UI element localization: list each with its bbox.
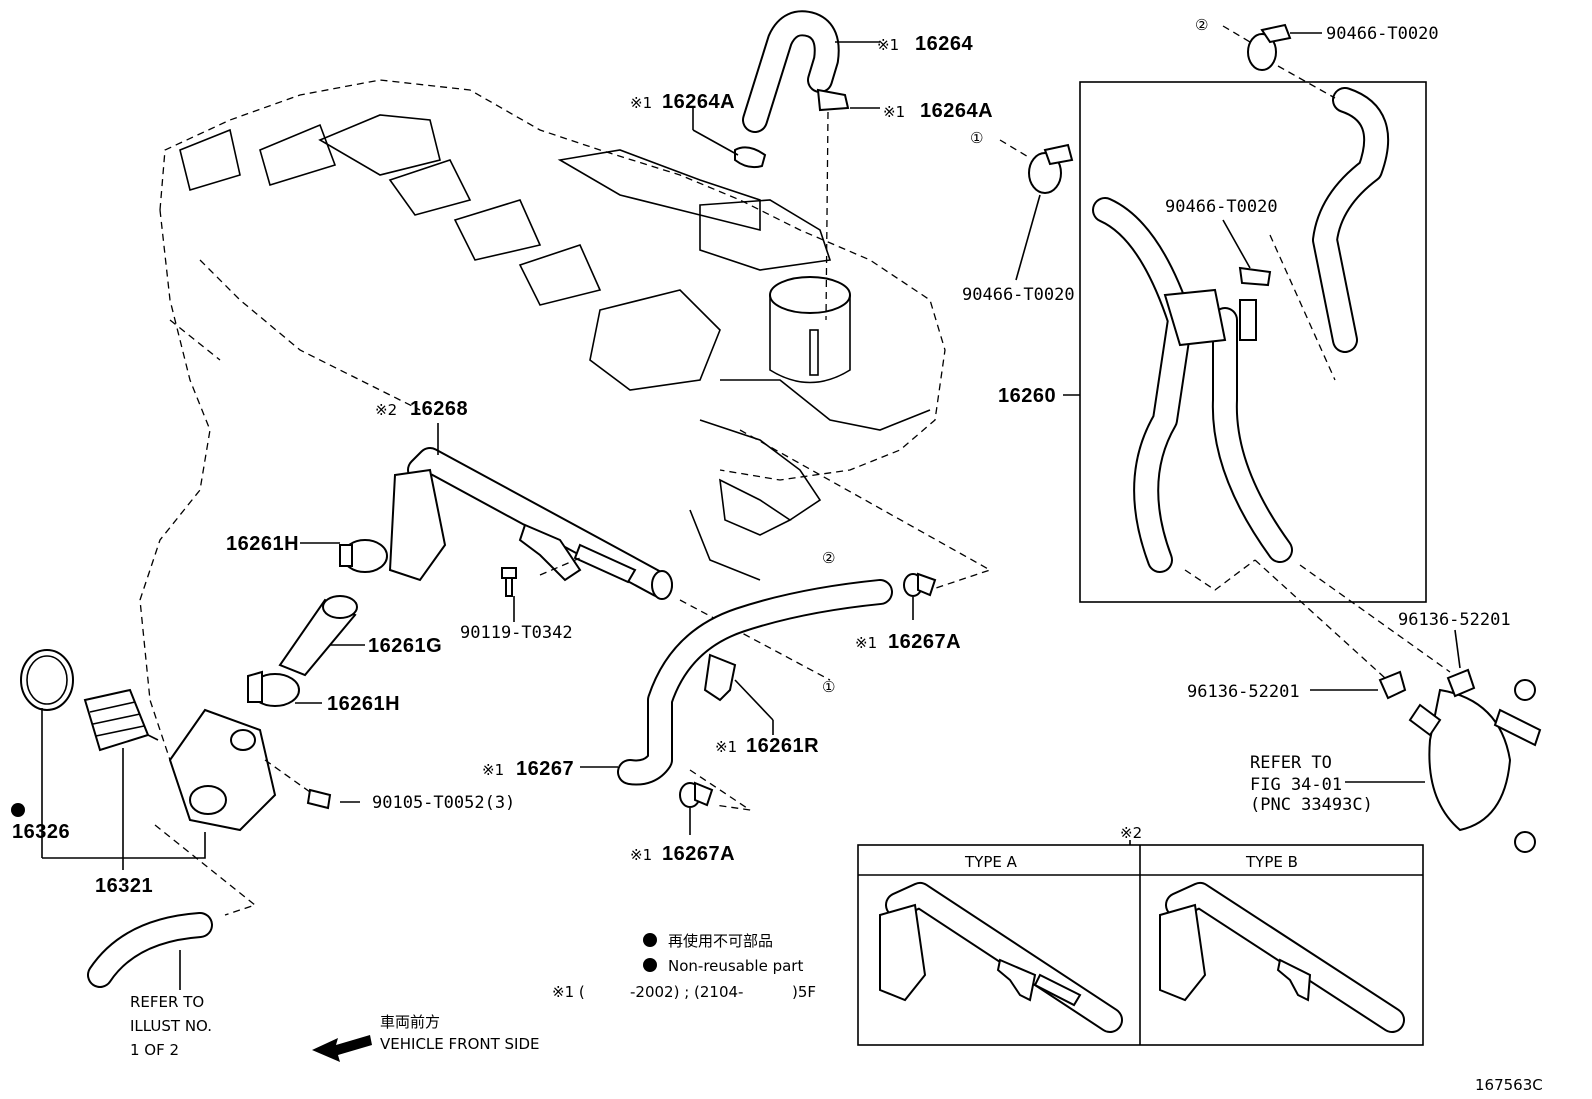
thermostat-housing: [154, 708, 360, 916]
label-16267A-lower: 16267A: [662, 843, 735, 865]
label-16261R: 16261R: [746, 735, 819, 757]
refer-cooler-line3: (PNC 33493C): [1250, 795, 1373, 815]
note1-prefix: ※1 (: [552, 983, 585, 1001]
clamp-16267A-upper: [903, 572, 937, 620]
note1-marker: ※1: [883, 103, 905, 121]
non-reusable-dot: [11, 803, 25, 817]
clamp-16261R: [703, 653, 774, 735]
label-16321: 16321: [95, 875, 153, 897]
circle1-marker: ①: [970, 129, 983, 147]
callout-labels: ※1 16264 ※1 16264A ※1 16264A ② 90466-T00…: [12, 16, 1543, 1094]
label-16261H-lower: 16261H: [327, 693, 400, 715]
note2-marker: ※2: [375, 401, 397, 419]
label-90466-left: 90466-T0020: [962, 285, 1075, 305]
note1-marker: ※1: [715, 738, 737, 756]
note1-mid: -2002) ; (2104-: [630, 983, 743, 1001]
label-16261G: 16261G: [368, 635, 442, 657]
legend-en: Non-reusable part: [668, 957, 803, 975]
inset-type-a: TYPE A: [964, 853, 1018, 871]
label-16264: 16264: [915, 33, 973, 55]
label-16260: 16260: [998, 385, 1056, 407]
clip-90466-top: [1222, 23, 1336, 99]
hose-assembly-16260: [1063, 81, 1427, 603]
circle2-marker: ②: [1195, 16, 1208, 34]
legend-dot-en: [643, 958, 657, 972]
label-90105: 90105-T0052(3): [372, 793, 515, 813]
inset-type-b: TYPE B: [1245, 853, 1298, 871]
label-96136-upper: 96136-52201: [1398, 610, 1511, 630]
clamp-16261H-upper: [300, 539, 388, 573]
label-16264A-left: 16264A: [662, 91, 735, 113]
vehicle-front-arrow: [312, 1035, 372, 1062]
note1-marker: ※1: [482, 761, 504, 779]
label-90466-top: 90466-T0020: [1326, 24, 1439, 44]
label-16267A-upper: 16267A: [888, 631, 961, 653]
clamp-16261H-lower: [247, 670, 322, 707]
clip-90466-left: [999, 139, 1074, 281]
thermostat-16321: [42, 688, 206, 870]
gasket-16326: [11, 649, 74, 858]
note1-marker: ※1: [630, 94, 652, 112]
bolt-90119: [501, 557, 581, 622]
note1-marker: ※1: [630, 846, 652, 864]
engine-outline: [139, 79, 946, 801]
inset-title: ※2: [1120, 824, 1142, 842]
clamp-16267A-lower: [679, 781, 714, 835]
front-jp: 車両前方: [380, 1013, 440, 1031]
note1-marker: ※1: [855, 634, 877, 652]
legend-jp: 再使用不可部品: [668, 932, 773, 950]
circle1-marker: ①: [822, 678, 835, 696]
label-16261H-upper: 16261H: [226, 533, 299, 555]
legend-dot-jp: [643, 933, 657, 947]
hose-refer-illust: [87, 912, 213, 990]
oil-cooler: [1254, 559, 1542, 853]
figure-id: 167563C: [1475, 1076, 1543, 1094]
label-96136-lower: 96136-52201: [1187, 682, 1300, 702]
label-16326: 16326: [12, 821, 70, 843]
hose-16264: [692, 10, 880, 321]
note1-marker: ※1: [877, 36, 899, 54]
refer-illust-line2: ILLUST NO.: [130, 1017, 212, 1035]
hose-16261G: [278, 595, 365, 677]
inset-types: [857, 840, 1424, 1046]
label-16264A-right: 16264A: [920, 100, 993, 122]
label-16268: 16268: [410, 398, 468, 420]
refer-cooler-line1: REFER TO: [1250, 753, 1332, 773]
refer-illust-line1: REFER TO: [130, 993, 204, 1011]
pipe-16268: [388, 423, 992, 681]
circle2-marker: ②: [822, 549, 835, 567]
hose-16267: [580, 579, 893, 811]
note1-suffix: )5F: [792, 983, 816, 1001]
label-90119: 90119-T0342: [460, 623, 573, 643]
refer-cooler-line2: FIG 34-01: [1250, 775, 1342, 795]
refer-illust-line3: 1 OF 2: [130, 1041, 179, 1059]
label-16267: 16267: [516, 758, 574, 780]
label-90466-mid: 90466-T0020: [1165, 197, 1278, 217]
front-en: VEHICLE FRONT SIDE: [380, 1035, 540, 1053]
